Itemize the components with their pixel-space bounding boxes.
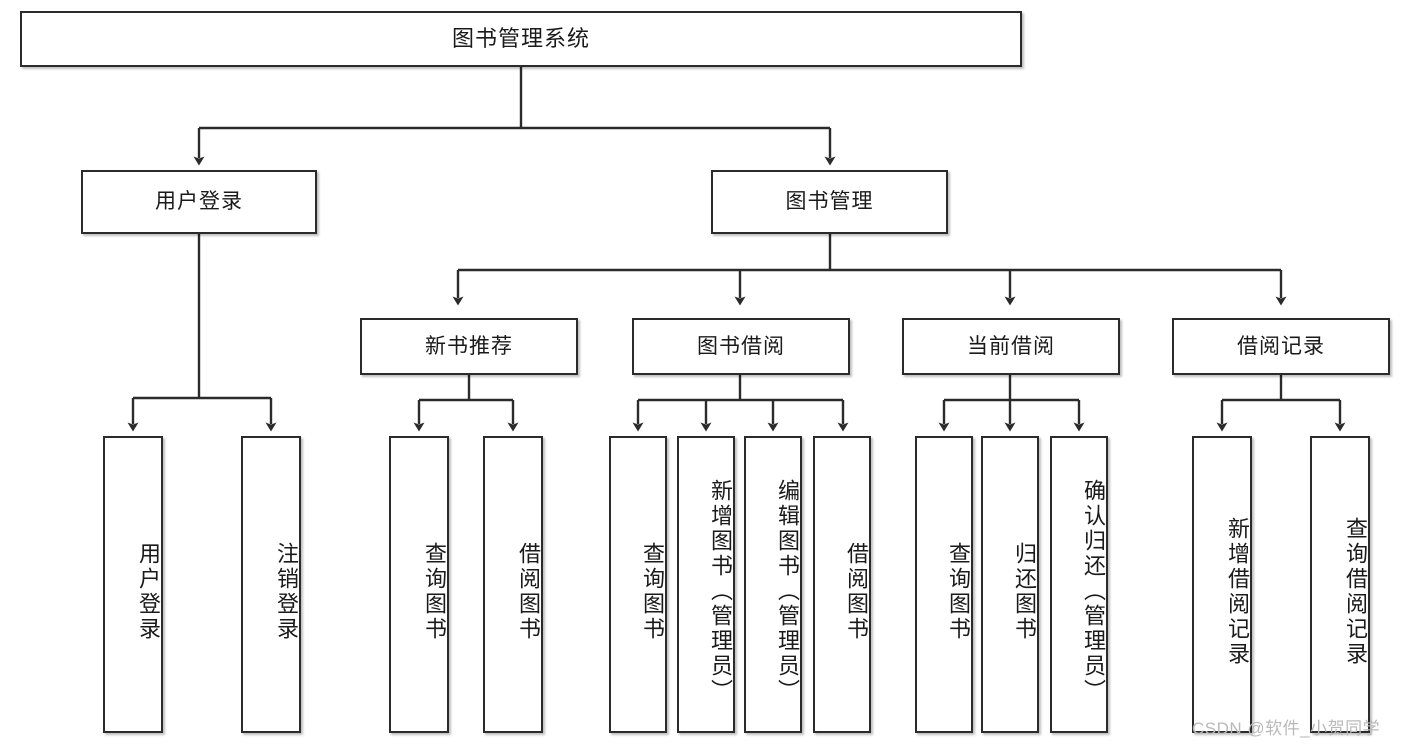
node-label: 归还图书 — [1012, 541, 1037, 642]
node-label: 借阅图书 — [516, 541, 541, 642]
node-root-book-management-system[interactable]: 图书管理系统 — [20, 11, 1022, 67]
node-label: 用户登录 — [155, 190, 243, 214]
leaf-user-login[interactable]: 用户登录 — [103, 436, 163, 733]
node-current-borrow[interactable]: 当前借阅 — [902, 318, 1120, 375]
node-label: 借阅记录 — [1237, 334, 1325, 358]
node-label: 图书管理系统 — [451, 25, 590, 51]
leaf-query-book-1[interactable]: 查询图书 — [389, 436, 449, 733]
node-label: 查询图书 — [946, 541, 971, 642]
leaf-borrow-book-2[interactable]: 借阅图书 — [813, 436, 871, 733]
leaf-query-book-2[interactable]: 查询图书 — [609, 436, 667, 733]
node-book-borrow[interactable]: 图书借阅 — [632, 318, 850, 375]
node-label: 图书借阅 — [697, 334, 785, 358]
node-label: 查询借阅记录 — [1343, 516, 1368, 667]
node-new-book-recommend[interactable]: 新书推荐 — [360, 318, 578, 375]
leaf-confirm-return[interactable]: 确认归还（管理员） — [1050, 436, 1108, 733]
leaf-query-borrow-record[interactable]: 查询借阅记录 — [1310, 436, 1370, 733]
node-user-login[interactable]: 用户登录 — [81, 170, 317, 234]
leaf-edit-book[interactable]: 编辑图书（管理员） — [744, 436, 802, 733]
node-label: 确认归还（管理员） — [1081, 479, 1106, 704]
node-borrow-record[interactable]: 借阅记录 — [1172, 318, 1390, 375]
node-label: 新增借阅记录 — [1225, 516, 1250, 667]
leaf-add-book[interactable]: 新增图书（管理员） — [677, 436, 735, 733]
node-label: 新增图书（管理员） — [708, 479, 733, 704]
node-label: 查询图书 — [422, 541, 447, 642]
node-label: 新书推荐 — [425, 334, 513, 358]
node-book-manage[interactable]: 图书管理 — [711, 170, 948, 234]
node-label: 当前借阅 — [967, 334, 1055, 358]
node-label: 查询图书 — [640, 541, 665, 642]
leaf-borrow-book-1[interactable]: 借阅图书 — [483, 436, 543, 733]
leaf-return-book[interactable]: 归还图书 — [981, 436, 1039, 733]
leaf-logout-login[interactable]: 注销登录 — [241, 436, 301, 733]
leaf-query-book-3[interactable]: 查询图书 — [915, 436, 973, 733]
node-label: 用户登录 — [136, 541, 161, 642]
node-label: 借阅图书 — [844, 541, 869, 642]
node-label: 编辑图书（管理员） — [775, 479, 800, 704]
leaf-add-borrow-record[interactable]: 新增借阅记录 — [1192, 436, 1252, 733]
node-label: 图书管理 — [785, 190, 874, 214]
watermark-text: CSDN @软件_小贺同学 — [1192, 719, 1381, 738]
node-label: 注销登录 — [274, 541, 299, 642]
